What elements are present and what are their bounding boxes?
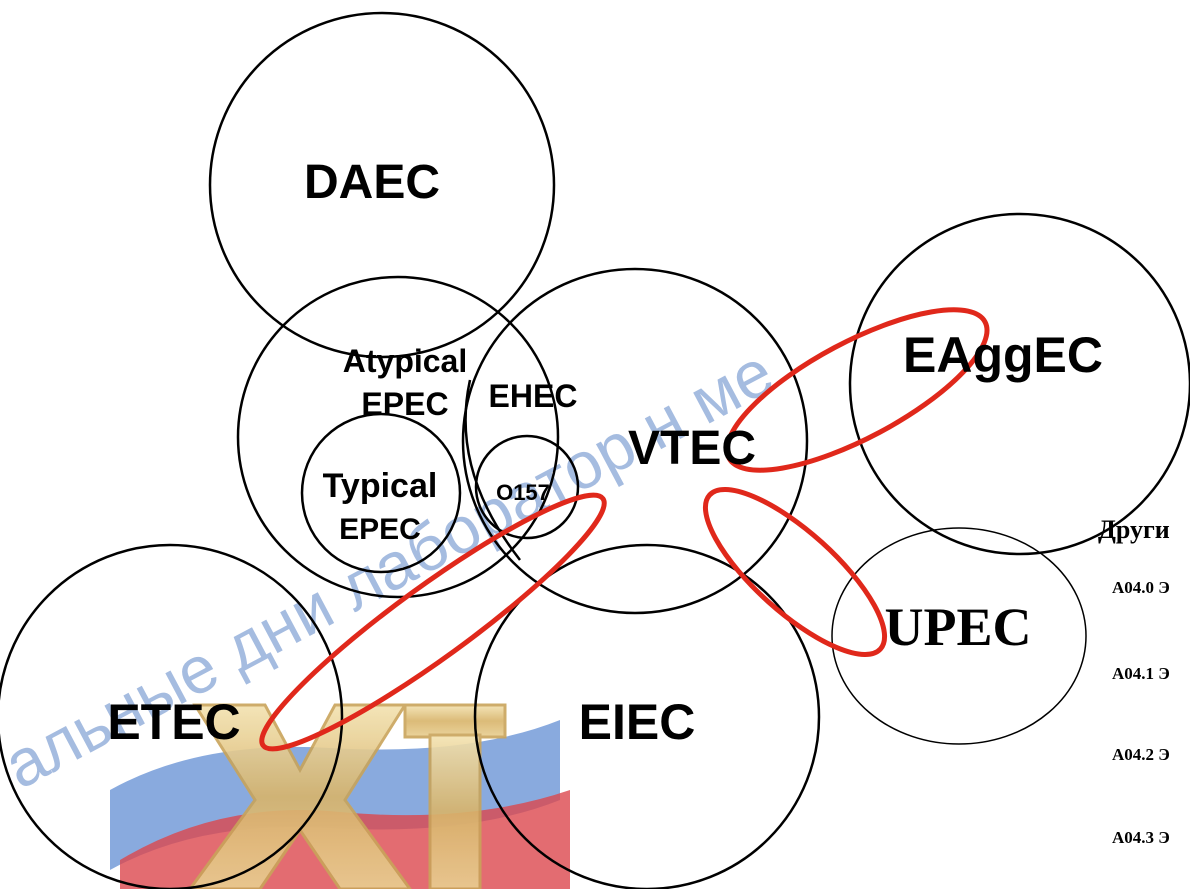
- label-ehec: EHEC: [489, 378, 578, 414]
- side-item-a042: A04.2 Э: [1112, 745, 1170, 764]
- highlight-ellipses: [259, 307, 990, 752]
- ehec-boundary: [464, 379, 521, 561]
- circle-eaggec: [848, 212, 1190, 556]
- highlight-vtec-eaggec: [724, 307, 990, 473]
- circle-atypical-epec: [236, 275, 560, 599]
- label-eaggec: EAggEC: [903, 327, 1103, 383]
- label-typical-line1: Typical: [323, 467, 438, 505]
- circle-upec: [831, 527, 1087, 745]
- side-item-a041: A04.1 Э: [1112, 664, 1170, 683]
- circle-o157: [474, 434, 580, 540]
- label-typical-line2: EPEC: [339, 513, 421, 546]
- side-heading: Други: [1098, 515, 1170, 544]
- circle-typical-epec: [300, 412, 462, 574]
- circle-vtec: [461, 267, 809, 615]
- label-upec: UPEC: [885, 597, 1032, 657]
- label-atypical-line2: EPEC: [361, 386, 448, 422]
- highlight-etec-o157: [259, 492, 607, 752]
- label-etec: ETEC: [107, 694, 240, 750]
- side-item-a043: A04.3 Э: [1112, 828, 1170, 847]
- highlight-vtec-upec: [702, 487, 888, 657]
- label-atypical-line1: Atypical: [343, 343, 467, 379]
- label-daec: DAEC: [304, 156, 440, 209]
- circle-daec: [208, 11, 556, 359]
- label-eiec: EIEC: [579, 694, 696, 750]
- label-o157: O157: [496, 480, 550, 505]
- label-vtec: VTEC: [628, 422, 756, 475]
- side-item-a040: A04.0 Э: [1112, 578, 1170, 597]
